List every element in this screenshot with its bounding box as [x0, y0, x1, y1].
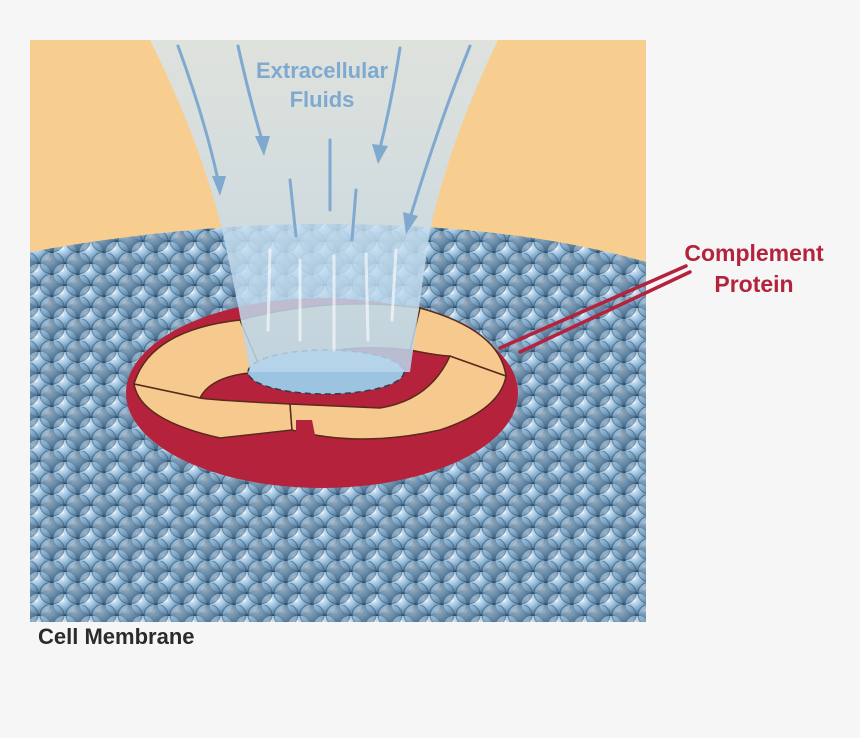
cell-membrane-label: Cell Membrane	[38, 624, 195, 649]
extracellular-label-line1: Extracellular	[255, 58, 389, 83]
extracellular-fluids-label: Extracellular Fluids	[232, 56, 412, 114]
complement-pointer-lines	[498, 264, 692, 354]
fluid-drips	[266, 248, 398, 352]
flow-arrows	[176, 44, 472, 242]
complement-protein-label: Complement Protein	[660, 238, 848, 300]
complement-label-line1: Complement	[684, 240, 824, 266]
flow-arrowheads	[212, 136, 418, 234]
complement-label-line2: Protein	[714, 271, 794, 297]
extracellular-label-line2: Fluids	[289, 87, 355, 112]
fluid-stream	[150, 40, 498, 372]
